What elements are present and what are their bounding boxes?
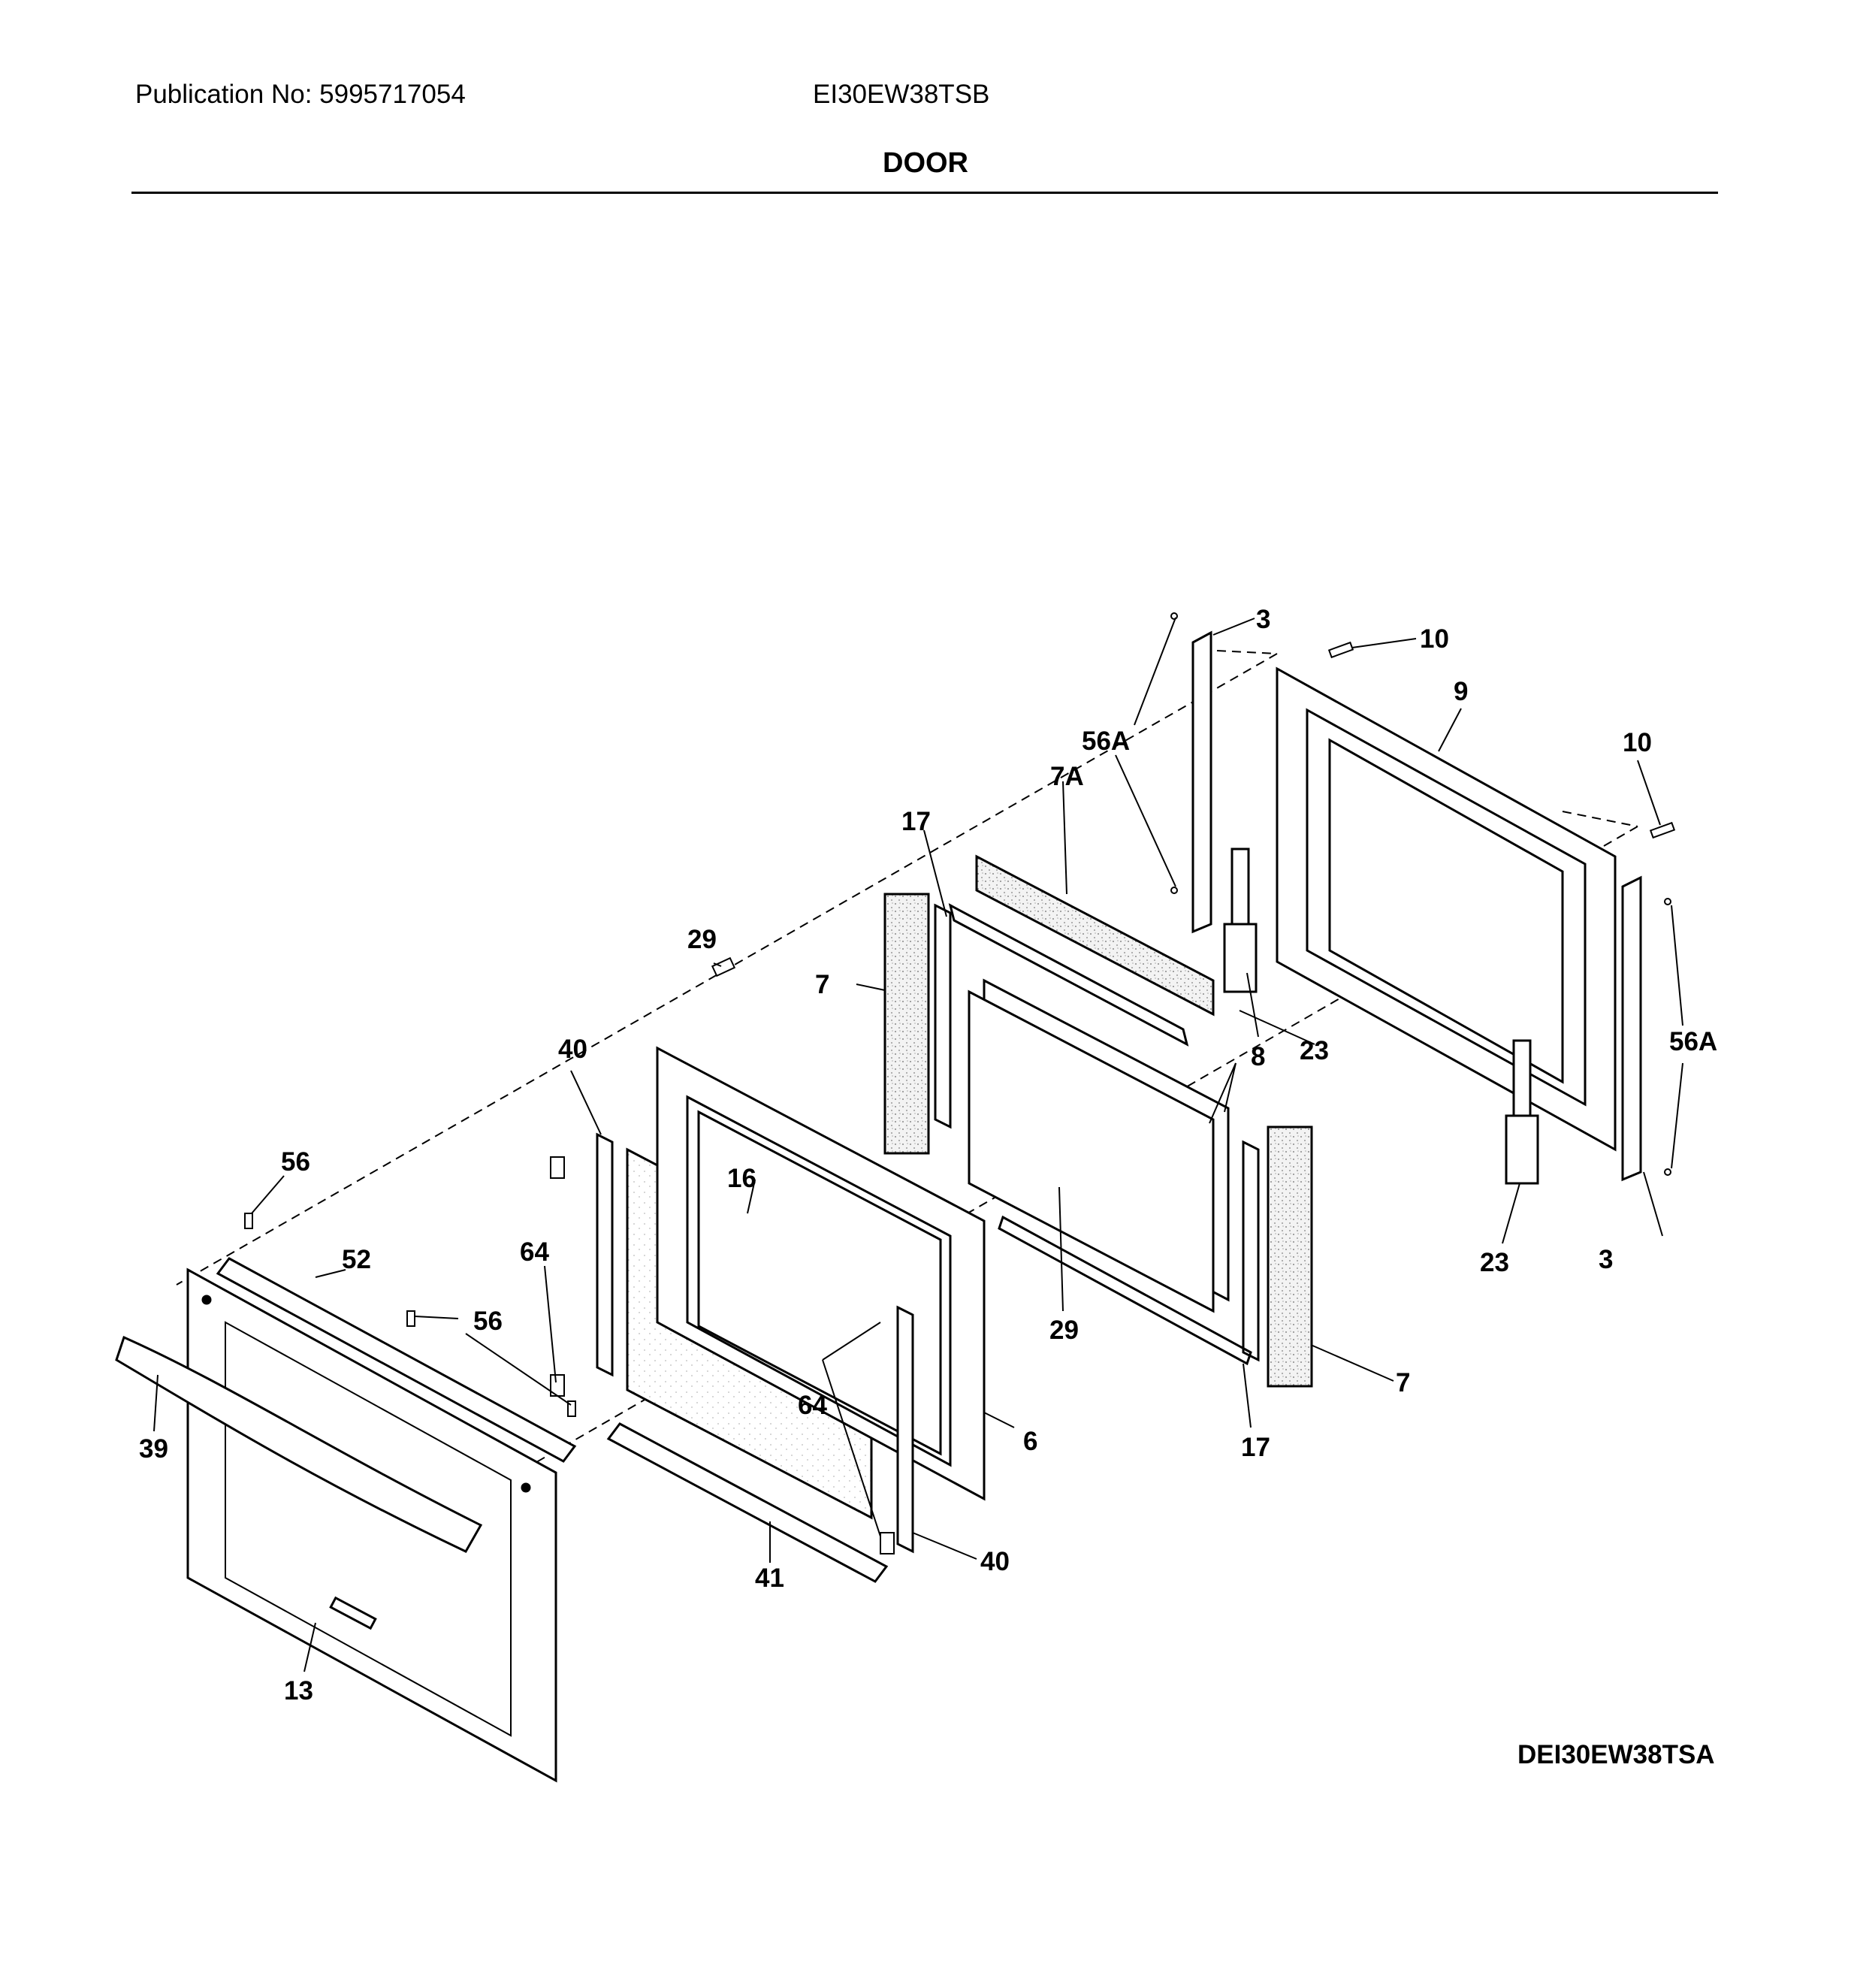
- callout-7-right: 7: [1396, 1368, 1410, 1397]
- callout-56A-right: 56A: [1669, 1027, 1717, 1056]
- callout-10-top: 10: [1420, 624, 1449, 654]
- callout-56-mid: 56: [473, 1307, 503, 1336]
- callout-40-top: 40: [558, 1035, 587, 1064]
- publication-number: Publication No: 5995717054: [135, 80, 466, 109]
- top-channel: [216, 1257, 577, 1463]
- callout-9: 9: [1454, 677, 1468, 706]
- outer-door-panel: [186, 1267, 557, 1783]
- inner-liner: [1276, 666, 1617, 1152]
- callout-64-right: 64: [798, 1391, 827, 1420]
- section-title: DOOR: [883, 147, 968, 179]
- callout-8: 8: [1251, 1042, 1265, 1071]
- callout-64-left: 64: [520, 1237, 549, 1267]
- callout-29-bottom: 29: [1049, 1316, 1079, 1345]
- callout-17-bottom: 17: [1241, 1433, 1270, 1462]
- callout-29-top: 29: [687, 925, 717, 954]
- hinge-supports: [1191, 630, 1642, 1182]
- callout-56A-top: 56A: [1082, 727, 1130, 756]
- callout-23-top: 23: [1300, 1036, 1329, 1065]
- callout-41: 41: [755, 1564, 784, 1593]
- model-number: EI30EW38TSB: [813, 80, 990, 109]
- callout-10-right: 10: [1623, 728, 1652, 757]
- callout-56-top: 56: [281, 1147, 310, 1177]
- leader-lines: [153, 617, 1683, 1672]
- header-rule: [131, 192, 1718, 194]
- callout-13: 13: [284, 1676, 313, 1706]
- callout-3-bottom: 3: [1599, 1245, 1613, 1274]
- insulation-block-right: [1267, 1125, 1313, 1388]
- door-handle: [115, 1335, 483, 1553]
- callout-6: 6: [1023, 1427, 1037, 1456]
- insulation-block-top: [975, 854, 1215, 1017]
- diagram-code: DEI30EW38TSA: [1517, 1740, 1715, 1769]
- callout-40-bottom: 40: [980, 1547, 1010, 1576]
- callout-7A: 7A: [1050, 762, 1084, 791]
- callouts: 3 10 9 10 56A 7A 17 56A 29 7 23 8 40 56 …: [139, 605, 1717, 1706]
- side-bracket-left: [596, 1132, 614, 1377]
- callout-52: 52: [342, 1245, 371, 1274]
- callout-16: 16: [727, 1164, 756, 1193]
- callout-7-left: 7: [815, 970, 829, 999]
- small-screws: [1170, 612, 1676, 1176]
- glass-panes: [968, 978, 1230, 1313]
- side-bracket-right: [896, 1305, 914, 1554]
- callout-23-bottom: 23: [1480, 1248, 1509, 1277]
- callout-39: 39: [139, 1434, 168, 1464]
- hinges: [1223, 847, 1539, 1185]
- bottom-channel: [606, 1422, 889, 1583]
- screws: [244, 1213, 576, 1417]
- insulation-block-left: [883, 893, 930, 1155]
- callout-3-top: 3: [1256, 605, 1270, 634]
- callout-17-top: 17: [901, 807, 931, 836]
